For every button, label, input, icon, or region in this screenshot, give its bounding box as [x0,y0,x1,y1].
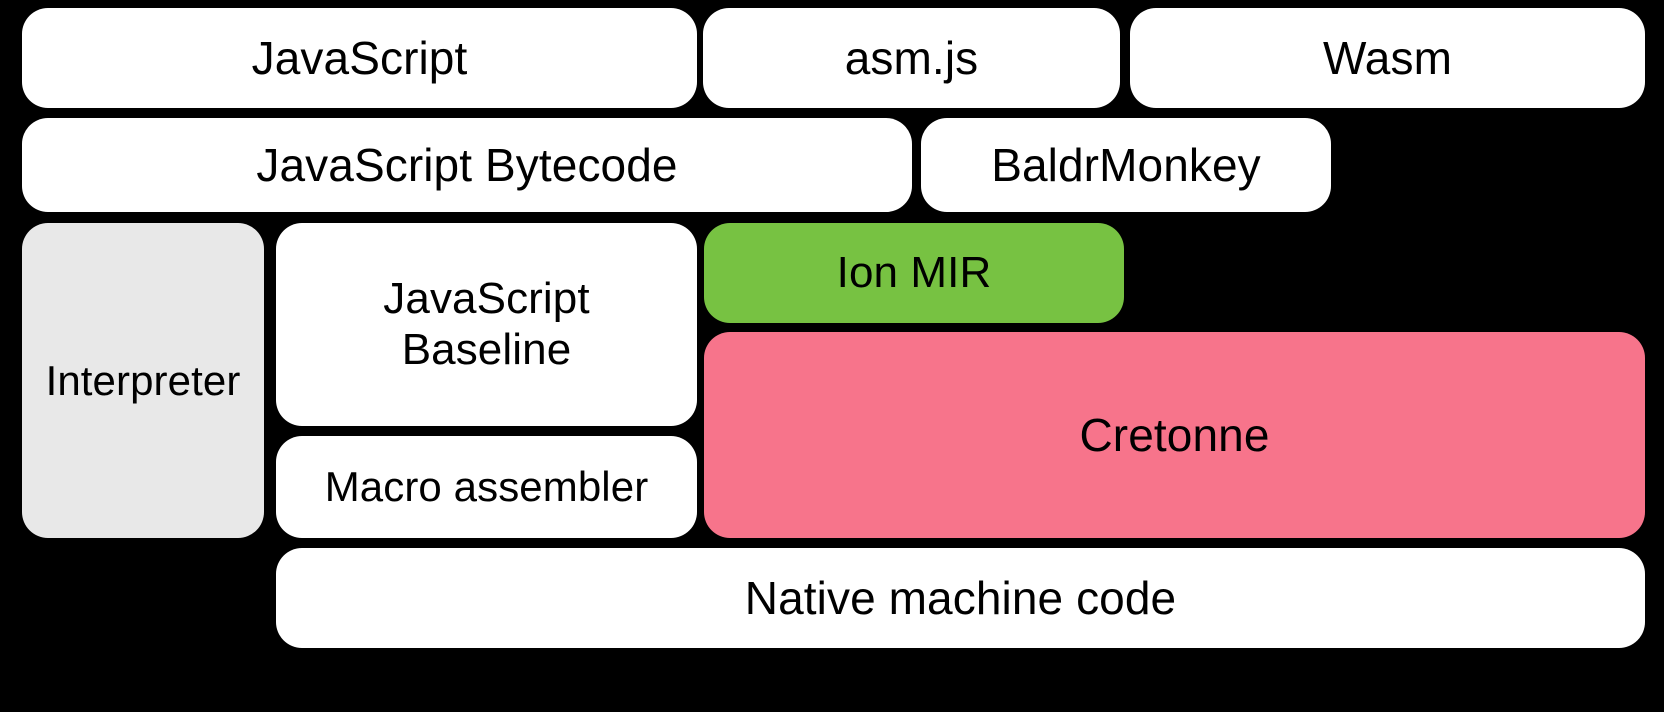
box-wasm[interactable]: Wasm [1130,8,1645,108]
box-cretonne[interactable]: Cretonne [704,332,1645,538]
box-javascript-bytecode[interactable]: JavaScript Bytecode [22,118,912,212]
box-native-machine-code[interactable]: Native machine code [276,548,1645,648]
box-javascript-baseline[interactable]: JavaScript Baseline [276,223,697,426]
box-macro-assembler[interactable]: Macro assembler [276,436,697,538]
box-asmjs[interactable]: asm.js [703,8,1120,108]
box-interpreter[interactable]: Interpreter [22,223,264,538]
box-javascript[interactable]: JavaScript [22,8,697,108]
box-baldrmonkey[interactable]: BaldrMonkey [921,118,1331,212]
box-ion-mir[interactable]: Ion MIR [704,223,1124,323]
